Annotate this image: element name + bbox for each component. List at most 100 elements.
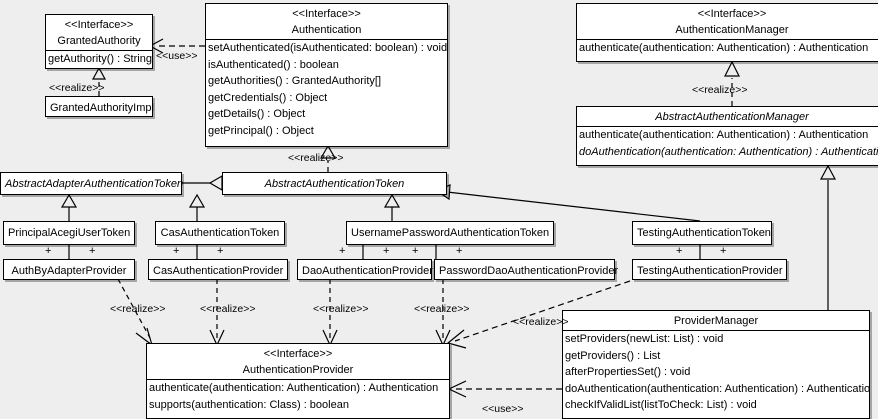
relation-label-realize-casprovider: <<realize>> (200, 303, 256, 315)
class-operations-granted-authority: getAuthority() : String (46, 51, 152, 68)
operation-setProviders: setProviders(newList: List) : void (565, 333, 724, 345)
class-stereotype-authentication-manager: <<Interface>> (697, 8, 767, 20)
relation-label-use-authentication-grantedauthority: <<use>> (156, 50, 198, 62)
class-header-authentication-provider: <<Interface>> AuthenticationProvider (147, 344, 449, 379)
assoc-plus-dao-provider: + (383, 245, 390, 257)
class-header-provider-manager: ProviderManager (563, 311, 869, 330)
class-name-username-password-authentication-token: UsernamePasswordAuthenticationToken (351, 227, 550, 239)
class-box-authentication-provider[interactable]: <<Interface>> AuthenticationProvider aut… (146, 343, 450, 419)
class-name-granted-authority-impl: GrantedAuthorityImpl (50, 102, 154, 114)
relation-label-realize-grantedauthorityimpl: <<realize>> (49, 82, 105, 94)
class-box-username-password-authentication-token[interactable]: UsernamePasswordAuthenticationToken (346, 221, 554, 245)
operation-getAuthority: getAuthority() : String (48, 53, 152, 65)
assoc-plus-cas-token: + (173, 245, 180, 257)
relation-label-realize-testingprovider: <<realize>> (513, 316, 569, 328)
relation-label-realize-daoprovider: <<realize>> (313, 303, 369, 315)
arrowhead-open-authprovider-5 (446, 329, 467, 349)
assoc-plus-testing-token: + (676, 245, 683, 257)
assoc-plus-cas-provider: + (217, 245, 224, 257)
class-name-authentication-provider: AuthenticationProvider (242, 364, 354, 376)
class-divider-granted-authority (46, 50, 152, 51)
assoc-plus-upat-dao: + (339, 245, 346, 257)
class-box-dao-authentication-provider[interactable]: DaoAuthenticationProvider (297, 259, 433, 280)
operation-authenticate-abstract-manager: authenticate(authentication: Authenticat… (579, 129, 869, 141)
class-divider-provider-manager (563, 330, 869, 331)
arrowhead-hollow-triangle-abstractadapter (60, 193, 78, 208)
class-operations-abstract-authentication-manager: authenticate(authentication: Authenticat… (577, 127, 878, 160)
class-box-provider-manager[interactable]: ProviderManager setProviders(newList: Li… (562, 310, 870, 419)
assoc-plus-testing-provider: + (720, 245, 727, 257)
relation-label-realize-passworddaoprovider: <<realize>> (414, 303, 470, 315)
class-box-abstract-authentication-token[interactable]: AbstractAuthenticationToken (222, 172, 447, 195)
arrowhead-hollow-triangle-abstracttoken-cas (188, 193, 206, 208)
class-box-abstract-adapter-authentication-token[interactable]: AbstractAdapterAuthenticationToken (0, 172, 184, 195)
class-box-testing-authentication-token[interactable]: TestingAuthenticationToken (632, 221, 772, 245)
class-divider-abstract-authentication-manager (577, 126, 878, 127)
class-name-dao-authentication-provider: DaoAuthenticationProvider (302, 265, 433, 277)
class-divider-authentication-provider (147, 379, 449, 380)
class-stereotype-authentication: <<Interface>> (292, 8, 361, 20)
arrowhead-hollow-triangle-grantedauthority (91, 66, 107, 80)
relation-label-realize-abstractauthmanager: <<realize>> (692, 84, 748, 96)
class-box-password-dao-authentication-provider[interactable]: PasswordDaoAuthenticationProvider (434, 259, 619, 280)
operation-getCredentials: getCredentials() : Object (208, 91, 328, 104)
operation-getAuthorities: getAuthorities() : GrantedAuthority[] (208, 75, 382, 87)
operation-doAuthentication-providermanager: doAuthentication(authentication: Authent… (565, 382, 869, 395)
class-header-granted-authority: <<Interface>> GrantedAuthority (46, 15, 152, 50)
class-divider-authentication-manager (577, 39, 878, 40)
class-box-authentication[interactable]: <<Interface>> Authentication setAuthenti… (205, 3, 448, 147)
class-box-testing-authentication-provider[interactable]: TestingAuthenticationProvider (632, 259, 787, 280)
operation-isAuthenticated: isAuthenticated() : boolean (208, 58, 339, 71)
class-name-abstract-adapter-authentication-token: AbstractAdapterAuthenticationToken (5, 178, 184, 190)
assoc-plus-principal: + (45, 245, 52, 257)
class-name-testing-authentication-token: TestingAuthenticationToken (637, 227, 771, 239)
class-name-provider-manager: ProviderManager (673, 315, 759, 327)
class-name-cas-authentication-token: CasAuthenticationToken (160, 227, 280, 239)
class-operations-authentication: setAuthenticated(isAuthenticated: boolea… (206, 40, 447, 139)
connector-generalization-testingtoken (446, 191, 701, 222)
assoc-plus-authbyadapter: + (89, 245, 96, 257)
class-stereotype-granted-authority: <<Interface>> (64, 19, 134, 31)
assoc-plus-passworddao-provider: + (456, 245, 463, 257)
class-operations-authentication-manager: authenticate(authentication: Authenticat… (577, 40, 878, 57)
class-name-abstract-authentication-manager: AbstractAuthenticationManager (655, 111, 809, 123)
arrowhead-hollow-triangle-authentication (319, 144, 337, 159)
relation-label-use-providermanager: <<use>> (482, 403, 524, 415)
class-name-auth-by-adapter-provider: AuthByAdapterProvider (11, 265, 127, 277)
class-name-testing-authentication-provider: TestingAuthenticationProvider (637, 265, 783, 277)
operation-afterPropertiesSet: afterPropertiesSet() : void (565, 366, 691, 378)
class-box-principal-acegi-user-token[interactable]: PrincipalAcegiUserToken (3, 221, 135, 245)
class-name-granted-authority: GrantedAuthority (57, 35, 141, 47)
class-stereotype-authentication-provider: <<Interface>> (263, 348, 333, 360)
connector-realize-authbyadapterprovider (117, 278, 151, 339)
class-name-authentication-manager: AuthenticationManager (675, 24, 789, 36)
class-box-granted-authority-impl[interactable]: GrantedAuthorityImpl (45, 96, 154, 117)
operation-supports-provider: supports(authentication: Class) : boolea… (149, 398, 349, 411)
connector-realize-testingauthenticationprovider (454, 280, 631, 342)
arrowhead-hollow-triangle-abstractauthmanager (819, 164, 837, 180)
class-header-abstract-authentication-manager: AbstractAuthenticationManager (577, 107, 878, 126)
arrowhead-hollow-triangle-abstractauthenticationtoken-left (208, 174, 223, 192)
class-header-authentication: <<Interface>> Authentication (206, 4, 447, 39)
arrowhead-hollow-triangle-abstracttoken-upat (383, 193, 401, 208)
operation-getPrincipal: getPrincipal() : Object (208, 124, 314, 137)
class-name-authentication: Authentication (291, 24, 362, 36)
class-box-granted-authority[interactable]: <<Interface>> GrantedAuthority getAuthor… (45, 14, 153, 69)
relation-label-realize-abstracttoken: <<realize>> (288, 152, 344, 164)
operation-doAuthentication-abstract-manager: doAuthentication(authentication: Authent… (579, 145, 878, 158)
operation-setAuthenticated: setAuthenticated(isAuthenticated: boolea… (208, 42, 447, 54)
class-box-cas-authentication-provider[interactable]: CasAuthenticationProvider (148, 259, 288, 280)
class-header-authentication-manager: <<Interface>> AuthenticationManager (577, 4, 878, 39)
class-box-auth-by-adapter-provider[interactable]: AuthByAdapterProvider (3, 259, 135, 280)
operation-getProviders: getProviders() : List (565, 349, 661, 362)
class-box-abstract-authentication-manager[interactable]: AbstractAuthenticationManager authentica… (576, 106, 878, 166)
class-name-password-dao-authentication-provider: PasswordDaoAuthenticationProvider (439, 265, 619, 277)
operation-authenticate-manager: authenticate(authentication: Authenticat… (579, 42, 869, 54)
arrowhead-hollow-triangle-authenticationmanager (724, 60, 740, 77)
class-box-cas-authentication-token[interactable]: CasAuthenticationToken (155, 221, 285, 245)
class-box-authentication-manager[interactable]: <<Interface>> AuthenticationManager auth… (576, 3, 878, 62)
operation-authenticate-provider: authenticate(authentication: Authenticat… (149, 382, 439, 394)
assoc-plus-upat-passworddao: + (412, 245, 419, 257)
class-name-abstract-authentication-token: AbstractAuthenticationToken (264, 178, 405, 190)
